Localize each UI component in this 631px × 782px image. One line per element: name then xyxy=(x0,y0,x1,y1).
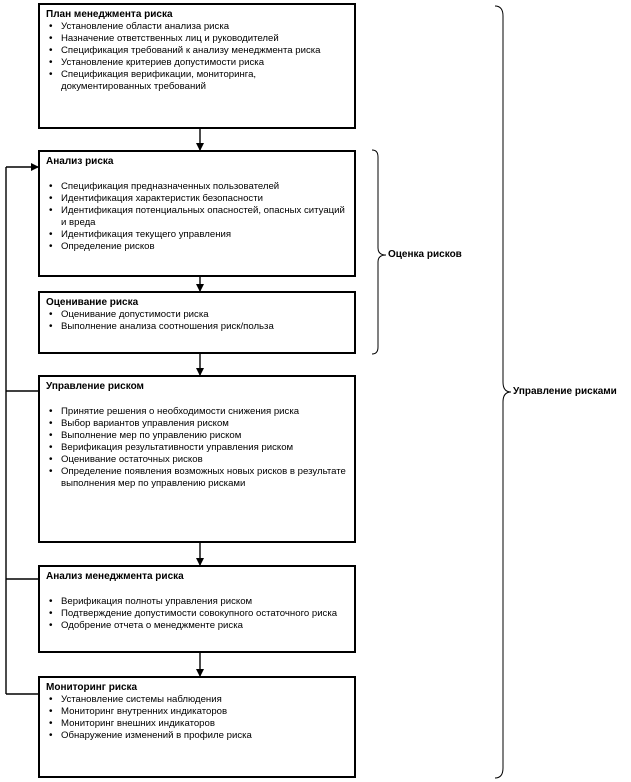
brace-risk-management xyxy=(494,5,512,779)
label-risk-assessment: Оценка рисков xyxy=(388,249,462,260)
list-item: Определение рисков xyxy=(46,241,348,253)
list-item: Обнаружение изменений в профиле риска xyxy=(46,730,348,742)
list-item: Одобрение отчета о менеджменте риска xyxy=(46,620,348,632)
list-item: Мониторинг внешних индикаторов xyxy=(46,718,348,730)
list-item: Оценивание допустимости риска xyxy=(46,309,348,321)
list-item: Определение появления возможных новых ри… xyxy=(46,466,348,490)
list-item: Идентификация текущего управления xyxy=(46,229,348,241)
box-title: Управление риском xyxy=(46,381,144,392)
list-item: Верификация полноты управления риском xyxy=(46,596,348,608)
box-risk-evaluation: Оценивание риска Оценивание допустимости… xyxy=(38,291,356,354)
brace-risk-assessment xyxy=(371,149,387,355)
box-risk-monitoring: Мониторинг риска Установление системы на… xyxy=(38,676,356,778)
box-title: Анализ менеджмента риска xyxy=(46,571,184,582)
box-title: Оценивание риска xyxy=(46,297,139,308)
list-item: Спецификация верификации, мониторинга, д… xyxy=(46,69,348,93)
list-item: Подтверждение допустимости совокупного о… xyxy=(46,608,348,620)
box-title: План менеджмента риска xyxy=(46,9,173,20)
list-item: Оценивание остаточных рисков xyxy=(46,454,348,466)
list-item: Спецификация требований к анализу менедж… xyxy=(46,45,348,57)
box-title: Анализ риска xyxy=(46,156,114,167)
list-item: Верификация результативности управления … xyxy=(46,442,348,454)
box-title: Мониторинг риска xyxy=(46,682,138,693)
list-item: Выполнение анализа соотношения риск/поль… xyxy=(46,321,348,333)
list-item: Идентификация характеристик безопасности xyxy=(46,193,348,205)
list-item: Идентификация потенциальных опасностей, … xyxy=(46,205,348,229)
box-risk-control: Управление риском Принятие решения о нео… xyxy=(38,375,356,543)
label-risk-management: Управление рисками xyxy=(513,386,617,397)
list-item: Принятие решения о необходимости снижени… xyxy=(46,406,348,418)
list-item: Назначение ответственных лиц и руководит… xyxy=(46,33,348,45)
box-risk-analysis: Анализ риска Спецификация предназначенны… xyxy=(38,150,356,277)
list-item: Установление области анализа риска xyxy=(46,21,348,33)
box-risk-management-review: Анализ менеджмента риска Верификация пол… xyxy=(38,565,356,653)
list-item: Спецификация предназначенных пользовател… xyxy=(46,181,348,193)
list-item: Установление критериев допустимости риск… xyxy=(46,57,348,69)
list-item: Выбор вариантов управления риском xyxy=(46,418,348,430)
list-item: Выполнение мер по управлению риском xyxy=(46,430,348,442)
box-risk-management-plan: План менеджмента риска Установление обла… xyxy=(38,3,356,129)
list-item: Мониторинг внутренних индикаторов xyxy=(46,706,348,718)
list-item: Установление системы наблюдения xyxy=(46,694,348,706)
